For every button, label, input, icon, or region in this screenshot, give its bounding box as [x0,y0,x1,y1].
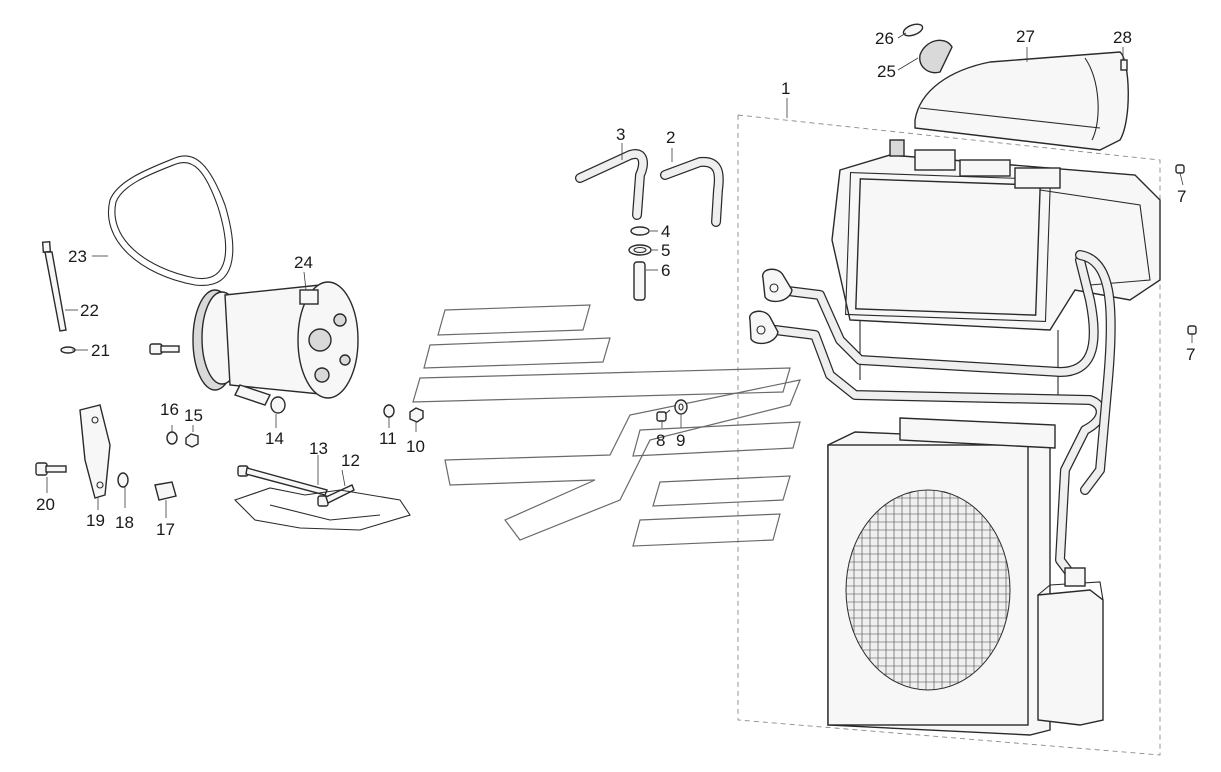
callout-27: 27 [1016,27,1035,46]
long-bolt [41,240,67,332]
condenser-unit [827,417,1056,736]
hose-2 [660,156,724,227]
callout-19: 19 [86,511,105,530]
watermark-logo [412,304,801,547]
callout-8: 8 [656,431,665,450]
v-belt [108,155,234,286]
slider-block [154,481,177,501]
callout-9: 9 [676,431,685,450]
callout-17: 17 [156,520,175,539]
callout-12: 12 [341,451,360,470]
receiver-drier [1037,567,1104,726]
screw-28 [1120,59,1128,71]
callout-5: 5 [661,241,670,260]
callout-18: 18 [115,513,134,532]
mounting-bracket [233,487,411,531]
washer-11 [383,404,395,418]
callout-13: 13 [309,439,328,458]
callout-28: 28 [1113,28,1132,47]
nut-14 [270,396,286,414]
callout-7-upper: 7 [1177,187,1186,206]
callout-labels: 1 2 3 4 5 6 7 7 8 9 10 11 12 13 14 15 16… [36,27,1195,539]
grommet-9 [674,399,688,415]
callout-4: 4 [661,222,670,241]
fan-grille [845,489,1011,691]
callout-3: 3 [616,125,625,144]
callout-2: 2 [666,128,675,147]
callout-26: 26 [875,29,894,48]
duct-collar-25 [919,39,953,74]
nut-15 [185,433,199,448]
screw-7-upper [1175,164,1185,174]
ring-5 [628,244,652,256]
callout-11: 11 [379,429,397,448]
callout-10: 10 [406,437,425,456]
bracket-arm [79,404,111,499]
callout-16: 16 [160,400,179,419]
duct-ring-26 [902,23,924,37]
washer-16 [166,431,178,445]
callout-6: 6 [661,261,670,280]
callout-24: 24 [294,253,313,272]
callout-20: 20 [36,495,55,514]
bolt-20 [35,462,67,476]
callout-15: 15 [184,406,203,425]
callout-14: 14 [265,429,284,448]
evaporator-housing [831,139,1161,400]
washer-18 [117,472,129,488]
leader-lines [46,32,1193,518]
callout-22: 22 [80,301,99,320]
screw-8 [656,409,671,422]
refrigerant-pipes [770,250,1116,585]
nut-10 [409,407,424,423]
callout-25: 25 [877,62,896,81]
callout-21: 21 [91,341,110,360]
hex-bolt-upper [149,343,180,355]
drain-pipe-6 [633,261,646,301]
clamp-4 [630,226,650,236]
compressor [192,281,359,406]
callout-7-lower: 7 [1186,345,1195,364]
air-duct [914,51,1129,151]
hose-3 [575,149,648,220]
long-bolt-13 [237,465,328,496]
pipe-fittings [749,268,793,345]
screw-7-lower [1187,325,1197,335]
assembly-boundary [737,114,1161,756]
callout-23: 23 [68,247,87,266]
callout-1: 1 [781,79,790,98]
bolt-12 [317,484,355,507]
